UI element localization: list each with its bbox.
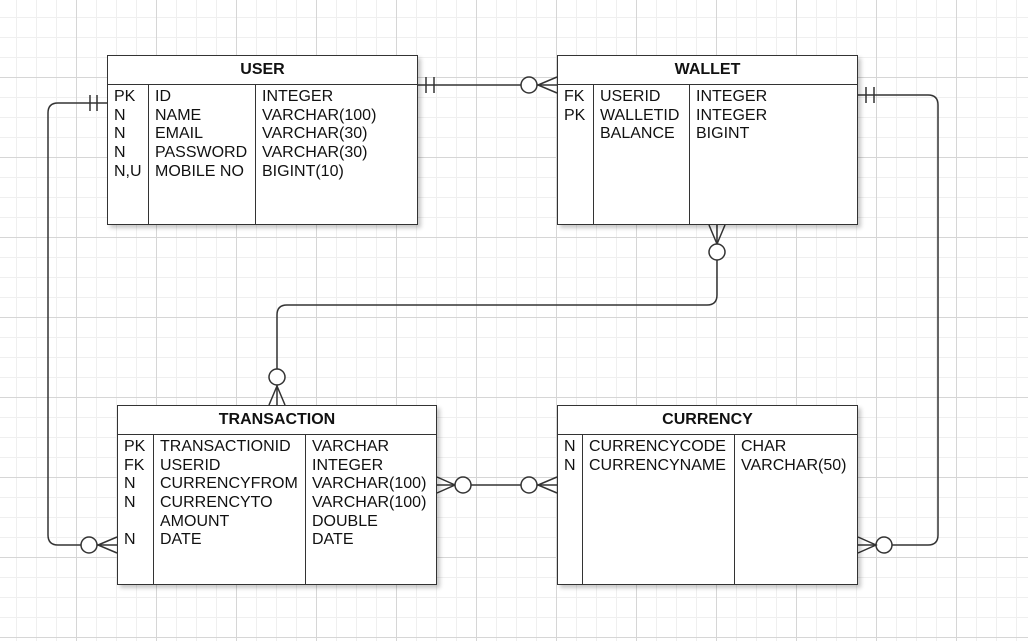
field-key: FK bbox=[124, 456, 145, 474]
field-key: N bbox=[124, 475, 136, 493]
field-key: N bbox=[124, 531, 136, 549]
field-type: INTEGER bbox=[312, 456, 384, 474]
field-key: N bbox=[564, 456, 576, 474]
field-name: PASSWORD bbox=[155, 144, 248, 162]
connector-wallet-currency[interactable] bbox=[857, 87, 939, 554]
field-type: VARCHAR(30) bbox=[262, 125, 368, 143]
field-type: VARCHAR(30) bbox=[262, 144, 368, 162]
field-key: N bbox=[124, 494, 136, 512]
field-name: CURRENCYNAME bbox=[589, 456, 726, 474]
field-name: TRANSACTIONID bbox=[160, 438, 291, 455]
field-type: VARCHAR(100) bbox=[312, 475, 427, 493]
field-type: VARCHAR bbox=[312, 438, 390, 455]
entity-title-currency: CURRENCY bbox=[558, 406, 857, 435]
field-key: PK bbox=[114, 88, 136, 105]
field-name: NAME bbox=[155, 106, 202, 124]
field-type: VARCHAR(100) bbox=[312, 494, 427, 512]
field-type: VARCHAR(100) bbox=[262, 106, 377, 124]
connector-transaction-currency[interactable] bbox=[436, 476, 558, 494]
field-name: WALLETID bbox=[600, 106, 680, 124]
entity-title-wallet: WALLET bbox=[558, 56, 857, 85]
field-key: N bbox=[114, 106, 126, 124]
field-type: CHAR bbox=[741, 438, 787, 455]
field-name: AMOUNT bbox=[160, 512, 230, 530]
field-type: DOUBLE bbox=[312, 512, 378, 530]
field-type: BIGINT bbox=[696, 125, 750, 143]
field-name: USERID bbox=[600, 88, 661, 105]
field-name: USERID bbox=[160, 456, 221, 474]
entity-title-transaction: TRANSACTION bbox=[118, 406, 436, 435]
field-key bbox=[118, 513, 153, 532]
field-key: N bbox=[114, 125, 126, 143]
field-type: INTEGER bbox=[696, 106, 768, 124]
field-name: EMAIL bbox=[155, 125, 204, 143]
field-key: PK bbox=[124, 438, 146, 455]
field-type: VARCHAR(50) bbox=[741, 456, 847, 474]
entity-title-user: USER bbox=[108, 56, 417, 85]
connector-user-transaction[interactable] bbox=[47, 95, 118, 554]
field-name: CURRENCYTO bbox=[160, 494, 273, 512]
field-name: BALANCE bbox=[600, 125, 675, 143]
field-name: CURRENCYFROM bbox=[160, 475, 298, 493]
field-key: N,U bbox=[114, 162, 142, 180]
field-key: N bbox=[114, 144, 126, 162]
field-type: INTEGER bbox=[696, 88, 768, 105]
field-key: N bbox=[564, 438, 576, 455]
field-type: BIGINT(10) bbox=[262, 162, 344, 180]
field-name: CURRENCYCODE bbox=[589, 438, 726, 455]
connector-user-wallet[interactable] bbox=[418, 76, 558, 94]
field-type: INTEGER bbox=[262, 88, 334, 105]
field-name: ID bbox=[155, 88, 171, 105]
field-type: DATE bbox=[312, 531, 354, 549]
field-key: PK bbox=[564, 106, 586, 124]
field-name: DATE bbox=[160, 531, 202, 549]
field-name: MOBILE NO bbox=[155, 162, 244, 180]
field-key bbox=[558, 125, 593, 144]
connector-wallet-transaction[interactable] bbox=[268, 224, 726, 406]
field-key: FK bbox=[564, 88, 585, 105]
